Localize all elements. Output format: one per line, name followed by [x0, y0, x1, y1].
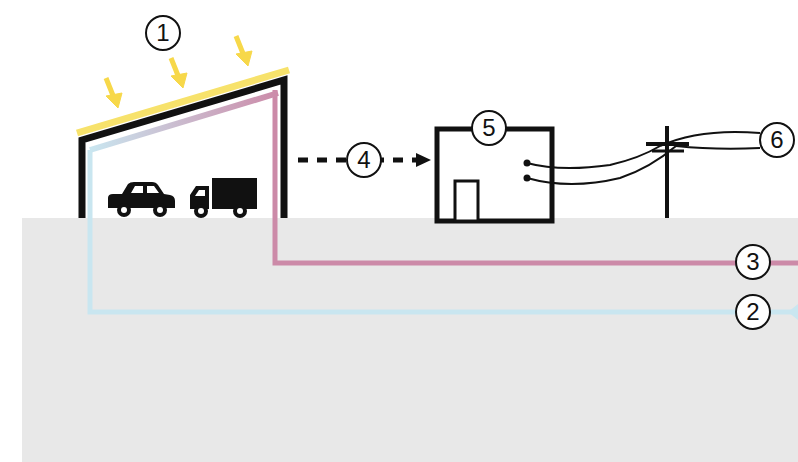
cold-pipe-arrow	[788, 304, 798, 320]
callout-number: 1	[145, 15, 181, 51]
callout-number: 6	[759, 122, 795, 158]
hot-pipe	[275, 90, 798, 263]
truck-icon	[190, 178, 257, 218]
callout-number: 4	[346, 142, 382, 178]
callout-number: 5	[471, 110, 507, 146]
car-icon	[108, 182, 175, 217]
wire	[527, 146, 660, 168]
callout-number: 3	[735, 244, 771, 280]
utility-pole	[665, 126, 669, 218]
sun-rays	[106, 36, 252, 108]
grid-wire	[676, 146, 760, 149]
door	[455, 181, 478, 221]
ground	[22, 218, 798, 462]
crossarm	[652, 150, 684, 153]
grid-wire	[660, 132, 760, 146]
callout-number: 2	[735, 294, 771, 330]
solar-panel	[77, 70, 289, 133]
